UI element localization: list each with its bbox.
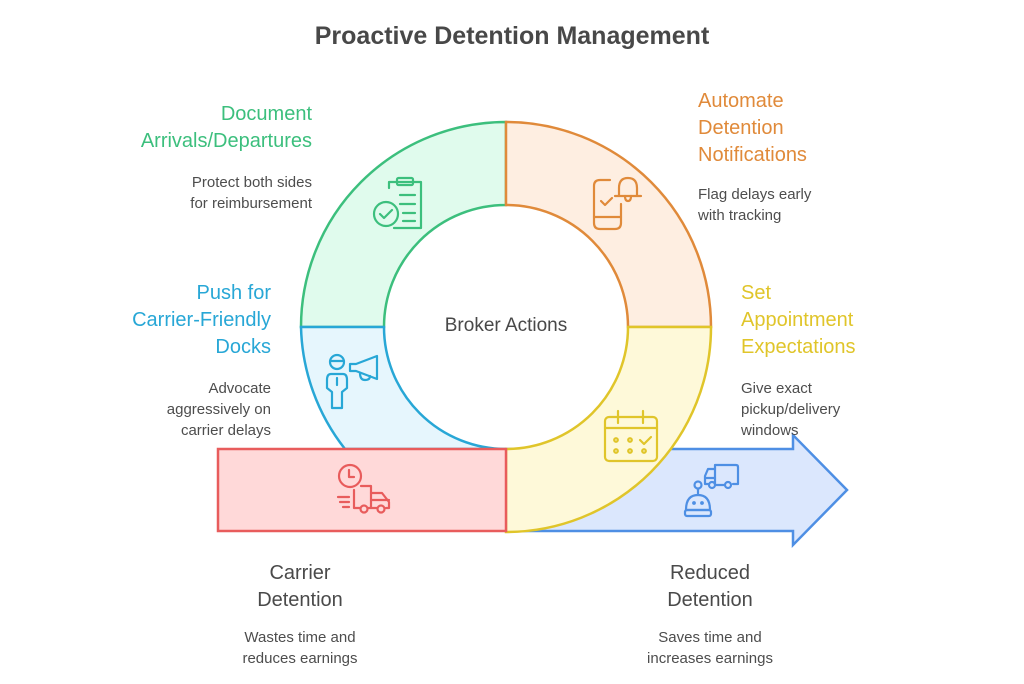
clipboard-check-icon bbox=[372, 176, 423, 230]
segment-push bbox=[299, 325, 507, 451]
title-line: Docks bbox=[215, 336, 271, 358]
calendar-check-icon bbox=[603, 409, 659, 463]
title-line: Arrivals/Departures bbox=[140, 130, 312, 152]
person-megaphone-icon bbox=[325, 353, 379, 410]
segment-appointments-title: Set Appointment Expectations bbox=[741, 280, 941, 361]
desc-line: aggressively on bbox=[166, 401, 271, 418]
desc-line: Give exact bbox=[741, 380, 812, 397]
desc-line: Protect both sides bbox=[191, 174, 312, 191]
clock-truck-icon bbox=[336, 463, 391, 514]
title-line: Reduced bbox=[669, 562, 751, 584]
desc-line: Advocate bbox=[208, 380, 271, 397]
reduced-detention-title: Reduced Detention bbox=[610, 560, 810, 614]
segment-appointments-desc: Give exact pickup/delivery windows bbox=[741, 378, 941, 441]
title-line: Appointment bbox=[741, 309, 854, 331]
segment-document-desc: Protect both sides for reimbursement bbox=[100, 172, 312, 214]
desc-line: Wastes time and bbox=[244, 629, 356, 646]
title-line: Carrier bbox=[269, 562, 331, 584]
page-title: Proactive Detention Management bbox=[314, 22, 710, 50]
desc-line: Flag delays early bbox=[698, 186, 812, 203]
segment-automate-desc: Flag delays early with tracking bbox=[698, 184, 918, 226]
title-line: Notifications bbox=[698, 144, 807, 166]
phone-bell-icon bbox=[592, 176, 643, 231]
desc-line: for reimbursement bbox=[190, 195, 312, 212]
segment-document-title: Document Arrivals/Departures bbox=[100, 101, 312, 155]
title-line: Detention bbox=[667, 589, 753, 611]
desc-line: with tracking bbox=[698, 207, 782, 224]
segment-push-title: Push for Carrier-Friendly Docks bbox=[70, 280, 271, 361]
title-line: Expectations bbox=[741, 336, 856, 358]
carrier-detention-desc: Wastes time and reduces earnings bbox=[200, 627, 400, 669]
title-line: Detention bbox=[257, 589, 343, 611]
robot-truck-icon bbox=[683, 463, 740, 518]
title-line: Detention bbox=[698, 117, 784, 139]
reduced-detention-desc: Saves time and increases earnings bbox=[610, 627, 810, 669]
desc-line: reduces earnings bbox=[242, 650, 358, 667]
segment-document bbox=[299, 120, 508, 329]
desc-line: Saves time and bbox=[658, 629, 762, 646]
desc-line: increases earnings bbox=[647, 650, 773, 667]
title-line: Document bbox=[220, 103, 312, 125]
title-line: Carrier-Friendly bbox=[132, 309, 271, 331]
title-line: Push for bbox=[196, 282, 271, 304]
carrier-detention-title: Carrier Detention bbox=[200, 560, 400, 614]
desc-line: windows bbox=[741, 422, 799, 439]
title-line: Set bbox=[741, 282, 772, 304]
desc-line: carrier delays bbox=[180, 422, 271, 439]
segment-automate-title: Automate Detention Notifications bbox=[698, 88, 918, 169]
title-line: Automate bbox=[698, 90, 784, 112]
center-label: Broker Actions bbox=[444, 315, 568, 336]
desc-line: pickup/delivery bbox=[741, 401, 841, 418]
carrier-detention-box bbox=[216, 447, 508, 533]
segment-push-desc: Advocate aggressively on carrier delays bbox=[70, 378, 271, 441]
segment-automate bbox=[504, 120, 713, 329]
segment-appointments bbox=[504, 325, 713, 534]
